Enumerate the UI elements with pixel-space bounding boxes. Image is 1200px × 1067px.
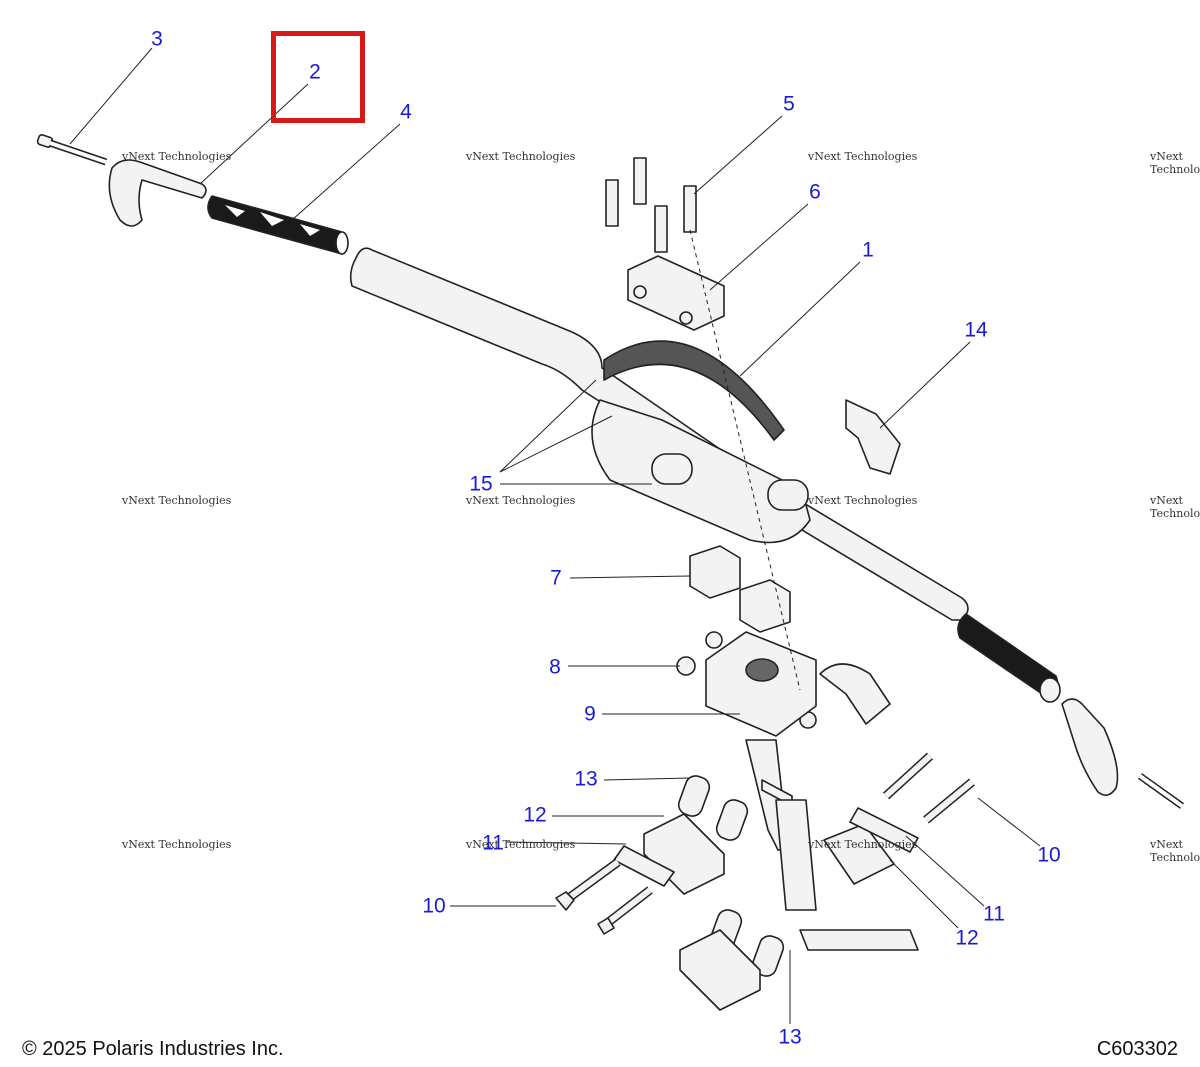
leader-lines	[69, 47, 1041, 1024]
callout-10-left[interactable]: 10	[422, 894, 446, 918]
part-top-clamp	[627, 255, 725, 331]
callout-12-left[interactable]: 12	[523, 803, 547, 827]
callout-11-right[interactable]: 11	[983, 902, 1005, 926]
part-bolts-10	[555, 752, 975, 935]
callout-12-right[interactable]: 12	[955, 926, 979, 950]
callout-3[interactable]: 3	[151, 27, 163, 51]
part-steering-mount	[705, 631, 891, 737]
callout-15[interactable]: 15	[469, 472, 493, 496]
part-grip-right	[957, 613, 1061, 703]
callout-2[interactable]: 2	[309, 60, 321, 84]
part-lower-clamps	[689, 545, 791, 633]
highlight-box	[271, 31, 365, 123]
callout-13-lower[interactable]: 13	[778, 1025, 802, 1049]
part-grip-left	[207, 195, 349, 255]
part-risers	[591, 399, 811, 544]
callout-5[interactable]: 5	[783, 92, 795, 116]
alignment-line	[689, 229, 801, 691]
callout-7[interactable]: 7	[550, 566, 562, 590]
copyright-text: © 2025 Polaris Industries Inc.	[22, 1038, 284, 1060]
part-bushings	[677, 775, 785, 977]
callout-14[interactable]: 14	[964, 318, 988, 342]
callout-13-upper[interactable]: 13	[574, 767, 598, 791]
callout-10-right[interactable]: 10	[1037, 843, 1061, 867]
callout-4[interactable]: 4	[400, 100, 412, 124]
callout-1[interactable]: 1	[862, 238, 874, 262]
diagram-code: C603302	[1096, 1038, 1178, 1060]
part-top-bolts	[605, 157, 697, 253]
callout-11-left[interactable]: 11	[482, 831, 504, 855]
part-bar-end-right	[1061, 698, 1185, 809]
callout-9[interactable]: 9	[584, 702, 596, 726]
part-bracket	[845, 399, 901, 475]
callout-6[interactable]: 6	[809, 180, 821, 204]
part-links	[613, 807, 919, 1011]
part-steering-column	[745, 739, 919, 951]
part-bar-end-left	[108, 159, 207, 227]
part-bolt-left	[36, 134, 108, 166]
part-nuts	[676, 631, 817, 729]
callout-8[interactable]: 8	[549, 655, 561, 679]
